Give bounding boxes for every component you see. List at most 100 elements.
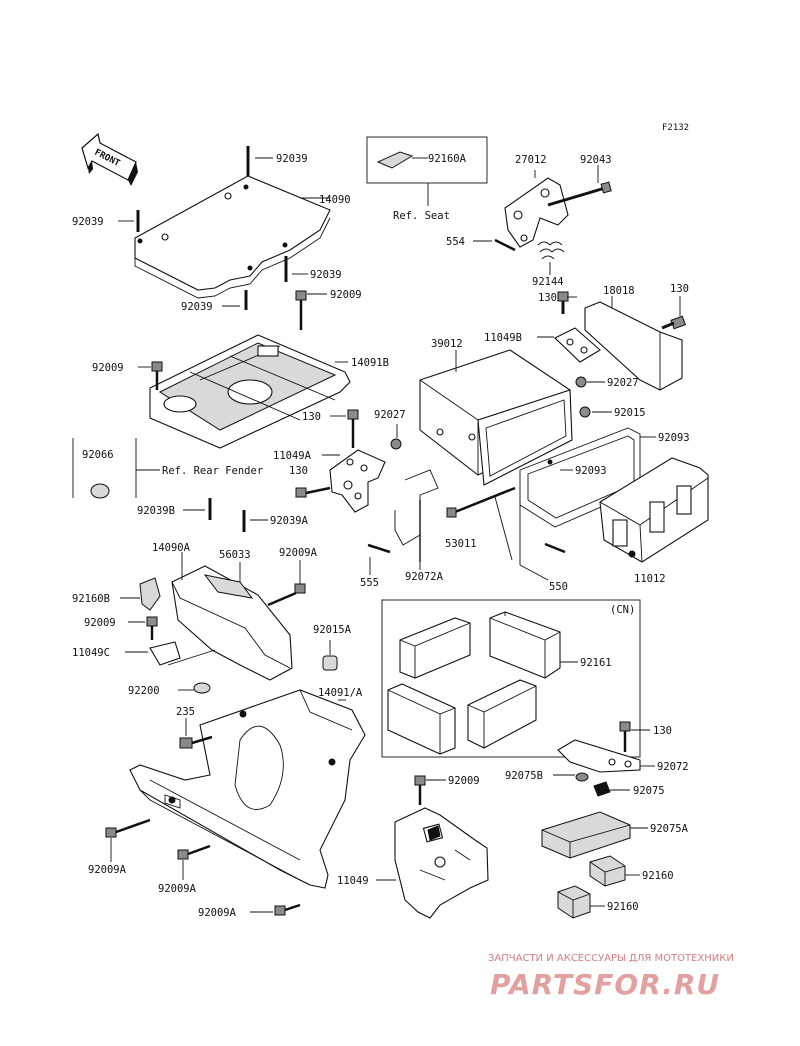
ref-seat-box	[366, 136, 488, 206]
bolt-130-mid	[347, 409, 359, 448]
label-92009-a: 92009	[330, 289, 362, 301]
label-92009-b: 92009	[92, 362, 124, 374]
label-11049C: 11049C	[72, 647, 110, 659]
label-92093-b: 92093	[575, 465, 607, 477]
label-130-e: 130	[653, 725, 672, 737]
bracket-27012	[504, 177, 569, 248]
label-92027-b: 92027	[374, 409, 406, 421]
label-92160-a: 92160	[642, 870, 674, 882]
clip-11049C	[149, 641, 181, 666]
pad-92161-4	[467, 679, 537, 749]
bolt-130-right	[661, 315, 686, 330]
label-14090A: 14090A	[152, 542, 191, 554]
label-92039-d: 92039	[181, 301, 213, 313]
label-92009-d: 92009	[448, 775, 480, 787]
washer-92200	[193, 682, 211, 694]
label-92015: 92015	[614, 407, 646, 419]
battery-11012	[599, 457, 709, 563]
label-92009A-a: 92009A	[279, 547, 318, 559]
front-arrow-icon: FRONT	[81, 132, 138, 186]
pad-92161-3	[387, 683, 456, 755]
mount-11049B	[554, 327, 601, 363]
pad-92161-2	[489, 611, 561, 679]
label-92039-c: 92039	[310, 269, 342, 281]
screw-92009-c	[146, 616, 158, 640]
screw-92009-a	[295, 290, 307, 330]
label-235: 235	[176, 706, 195, 718]
label-92072: 92072	[657, 761, 689, 773]
label-554: 554	[446, 236, 465, 248]
nut-92075B	[575, 772, 589, 782]
block-92160B	[139, 577, 161, 611]
bracket-11049A	[329, 449, 386, 513]
label-550: 550	[549, 581, 568, 593]
label-130-a: 130	[538, 292, 557, 304]
pin-554	[494, 238, 516, 252]
label-18018: 18018	[603, 285, 635, 297]
block-92160-b	[557, 885, 591, 919]
label-92093-a: 92093	[658, 432, 690, 444]
label-92039-b: 92039	[72, 216, 104, 228]
bolt-92043	[547, 181, 612, 207]
ref-seat-label: Ref. Seat	[393, 210, 450, 222]
label-39012: 39012	[431, 338, 463, 350]
label-92009-c: 92009	[84, 617, 116, 629]
mat-14091B	[149, 334, 351, 449]
label-92160-b: 92160	[607, 901, 639, 913]
watermark-brand: PARTSFOR.RU	[490, 968, 720, 1001]
screw-92009A-c	[177, 844, 211, 860]
label-92039A: 92039A	[270, 515, 309, 527]
label-92075A: 92075A	[650, 823, 689, 835]
label-92039-a: 92039	[276, 153, 308, 165]
cap-92066	[90, 483, 110, 499]
label-92072A: 92072A	[405, 571, 444, 583]
nut-92027-top	[575, 376, 587, 388]
label-14090: 14090	[319, 194, 351, 206]
ref-rear-fender-label: Ref. Rear Fender	[162, 465, 263, 477]
bolt-92009A-upper	[267, 583, 306, 607]
plate-14090	[134, 175, 331, 299]
label-92161: 92161	[580, 657, 612, 669]
bolt-53011	[446, 486, 516, 518]
screw-92009-d	[414, 775, 426, 805]
label-53011: 53011	[445, 538, 477, 550]
guard-18018	[584, 301, 683, 391]
pin-550	[544, 542, 566, 554]
plate-11049	[394, 807, 489, 919]
screw-92009A-d	[274, 903, 301, 916]
label-555: 555	[360, 577, 379, 589]
label-27012: 27012	[515, 154, 547, 166]
label-11049A: 11049A	[273, 450, 312, 462]
label-14091A: 14091/A	[318, 687, 363, 699]
label-56033: 56033	[219, 549, 251, 561]
strap-92072A	[394, 469, 439, 562]
label-11049: 11049	[337, 875, 369, 887]
label-92200: 92200	[128, 685, 160, 697]
pad-92161-1	[399, 617, 471, 679]
flap-14090A	[171, 565, 293, 681]
label-92015A: 92015A	[313, 624, 352, 636]
battery-box-39012	[419, 349, 573, 486]
label-11049B: 11049B	[484, 332, 522, 344]
screw-92009A-b	[105, 818, 151, 838]
label-92160B: 92160B	[72, 593, 110, 605]
pad-92075	[593, 781, 611, 797]
label-92039B: 92039B	[137, 505, 175, 517]
bolt-130-lower	[295, 486, 331, 498]
label-92075: 92075	[633, 785, 665, 797]
cn-label: (CN)	[610, 604, 635, 616]
label-11012: 11012	[634, 573, 666, 585]
label-14091B: 14091B	[351, 357, 389, 369]
nut-92015	[579, 406, 591, 418]
nut-92027-mid	[390, 438, 402, 450]
label-92043: 92043	[580, 154, 612, 166]
block-92160-a	[589, 855, 626, 887]
label-130-b: 130	[670, 283, 689, 295]
spring-92144	[537, 241, 565, 260]
bolt-130-bottom	[619, 721, 631, 752]
bolt-130-top	[557, 291, 569, 314]
label-92009A-d: 92009A	[198, 907, 237, 919]
pin-555	[367, 543, 391, 554]
guard-14091A	[129, 689, 366, 889]
label-92144: 92144	[532, 276, 564, 288]
